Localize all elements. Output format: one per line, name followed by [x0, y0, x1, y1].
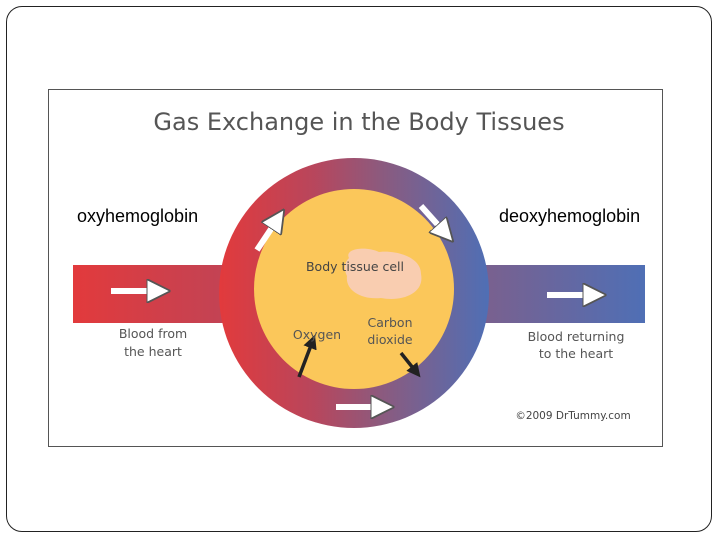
blood-from-line2: the heart	[124, 344, 182, 359]
oxygen-label: Oxygen	[293, 327, 341, 342]
diagram-svg: Gas Exchange in the Body Tissues Body ti…	[73, 108, 645, 428]
flow-arrow-upleft	[254, 217, 279, 252]
carbon-label-line2: dioxide	[367, 332, 412, 347]
cell-label: Body tissue cell	[306, 259, 404, 274]
blood-from-line1: Blood from	[119, 326, 187, 341]
oxygen-arrow	[297, 334, 317, 378]
gas-exchange-diagram: Gas Exchange in the Body Tissues Body ti…	[48, 89, 663, 447]
carbon-dioxide-arrow	[399, 351, 421, 378]
cell-nucleus	[344, 248, 422, 299]
blood-returning-line2: to the heart	[539, 346, 613, 361]
blood-returning-line1: Blood returning	[528, 329, 625, 344]
deoxyhemoglobin-label: deoxyhemoglobin	[499, 206, 641, 226]
carbon-label-line1: Carbon	[367, 315, 412, 330]
flow-arrow-upright	[418, 203, 447, 235]
credit-text: ©2009 DrTummy.com	[515, 410, 630, 422]
diagram-title: Gas Exchange in the Body Tissues	[153, 108, 564, 136]
oxyhemoglobin-label: oxyhemoglobin	[77, 206, 199, 226]
